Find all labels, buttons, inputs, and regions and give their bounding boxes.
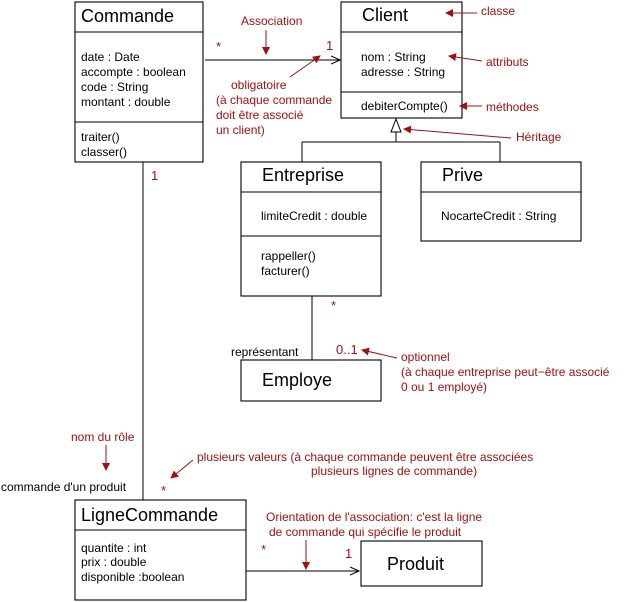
class-entreprise-name: Entreprise — [262, 165, 344, 185]
class-commande-name: Commande — [81, 6, 174, 26]
class-lignecommande-attribute: quantite : int — [81, 541, 147, 555]
multiplicity-entreprise-employe-optional: 0..1 — [336, 342, 358, 357]
annotation-plusieurs-valeurs-arrow-icon — [170, 459, 194, 479]
inheritance-triangle-icon — [390, 117, 402, 133]
class-client-method: debiterCompte() — [361, 99, 448, 113]
class-lignecommande-attribute: disponible :boolean — [81, 570, 184, 584]
multiplicity-commande-client-one: 1 — [326, 38, 333, 53]
annotation-plusieurs-valeurs-line: plusieurs valeurs (à chaque commande peu… — [197, 450, 533, 464]
role-name-commande-produit: commande d'un produit — [1, 480, 127, 494]
class-lignecommande-name: LigneCommande — [81, 505, 218, 525]
class-prive-name: Prive — [442, 165, 483, 185]
multiplicity-ligne-produit-star: * — [261, 542, 266, 557]
annotation-orientation: Orientation de l'association: c'est la l… — [266, 510, 482, 539]
annotation-optionnel-arrow-icon — [361, 347, 398, 359]
inheritance-connector — [301, 117, 501, 162]
class-commande-attribute: accompte : boolean — [81, 65, 186, 79]
annotation-obligatoire-line: (à chaque commande — [216, 93, 332, 107]
annotation-obligatoire-arrow-icon — [289, 55, 321, 78]
annotation-attributs: attributs — [486, 55, 529, 69]
annotation-plusieurs-valeurs-line: plusieurs lignes de commande) — [311, 464, 477, 478]
class-commande-method: classer() — [81, 145, 127, 159]
annotation-obligatoire-line: un client) — [216, 123, 265, 137]
multiplicity-commande-client-star: * — [216, 39, 221, 54]
annotation-optionnel: optionnel (à chaque entreprise peut−être… — [401, 350, 610, 394]
annotation-nom-du-role: nom du rôle — [71, 430, 135, 444]
class-produit-name: Produit — [387, 554, 444, 574]
annotation-obligatoire-line: obligatoire — [231, 78, 287, 92]
class-entreprise-method: facturer() — [261, 264, 310, 278]
annotation-orientation-line: de commande qui spécifie le produit — [269, 525, 462, 539]
class-commande-attribute: code : String — [81, 80, 148, 94]
annotation-optionnel-line: (à chaque entreprise peut−être associé — [401, 365, 610, 379]
class-commande-attribute: montant : double — [81, 95, 171, 109]
multiplicity-ligne-commande-star: * — [161, 483, 166, 498]
multiplicity-ligne-produit-one: 1 — [345, 546, 352, 561]
annotation-association: Association — [241, 14, 302, 28]
annotation-obligatoire: obligatoire (à chaque commande doit être… — [216, 78, 332, 137]
role-name-representant: représentant — [231, 345, 299, 359]
class-prive-attribute: NocarteCredit : String — [441, 209, 556, 223]
class-client-attribute: nom : String — [361, 50, 426, 64]
class-client-attribute: adresse : String — [361, 65, 445, 79]
annotation-heritage-arrow-icon — [403, 125, 512, 139]
class-commande-attribute: date : Date — [81, 50, 140, 64]
class-produit: Produit — [360, 540, 483, 587]
annotation-obligatoire-line: doit être associé — [216, 108, 304, 122]
class-entreprise: Entreprise limiteCredit : double rappell… — [240, 161, 382, 297]
class-client-name: Client — [362, 5, 408, 25]
class-employe: Employe — [240, 359, 382, 402]
annotation-heritage: Héritage — [516, 130, 562, 144]
class-entreprise-attribute: limiteCredit : double — [261, 209, 367, 223]
annotation-classe: classe — [481, 4, 515, 18]
class-employe-name: Employe — [262, 370, 332, 390]
class-entreprise-method: rappeller() — [261, 249, 316, 263]
class-lignecommande: LigneCommande quantite : int prix : doub… — [74, 499, 247, 601]
annotation-optionnel-line: optionnel — [401, 350, 450, 364]
class-prive: Prive NocarteCredit : String — [420, 161, 582, 242]
class-commande-method: traiter() — [81, 130, 120, 144]
annotation-orientation-line: Orientation de l'association: c'est la l… — [266, 510, 482, 524]
multiplicity-entreprise-employe-star: * — [331, 298, 336, 313]
annotation-methodes: méthodes — [486, 100, 539, 114]
multiplicity-commande-ligne-one: 1 — [151, 168, 158, 183]
annotation-optionnel-line: 0 ou 1 employé) — [401, 380, 487, 394]
class-client: Client nom : String adresse : String deb… — [340, 1, 463, 119]
annotation-plusieurs-valeurs: plusieurs valeurs (à chaque commande peu… — [197, 450, 533, 478]
class-lignecommande-attribute: prix : double — [81, 555, 147, 569]
annotation-attributs-arrow-icon — [448, 53, 483, 62]
class-commande: Commande date : Date accompte : boolean … — [74, 1, 204, 163]
